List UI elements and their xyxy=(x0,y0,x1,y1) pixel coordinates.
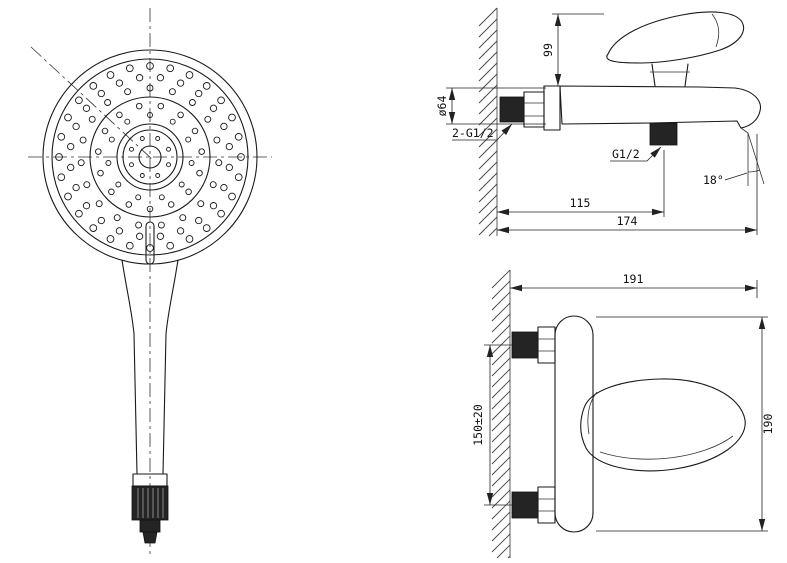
mixer-body-boss xyxy=(543,85,561,131)
dim-label-150: 150±20 xyxy=(471,404,485,446)
spout-angle-lines xyxy=(747,132,765,186)
dim-label-diameter: ø64 xyxy=(435,96,449,117)
connection-nut xyxy=(523,91,545,128)
mixer-body-front xyxy=(554,315,594,533)
dim-label-190: 190 xyxy=(761,414,775,435)
mixer-front-view: 191 190 150±20 xyxy=(471,269,775,559)
side-view-dimensions: ø64 2-G1/2 99 G1/2 18° 115 174 xyxy=(435,13,758,235)
head-middle-ring xyxy=(89,96,211,218)
hose-connector xyxy=(139,519,161,533)
head-center-cap xyxy=(138,145,162,169)
centerlines xyxy=(28,8,272,556)
spray-nozzles xyxy=(55,62,245,252)
shower-handle xyxy=(121,259,179,544)
hand-shower-front-view xyxy=(28,8,272,556)
diverter-slider xyxy=(145,221,155,265)
dim-label-height99: 99 xyxy=(541,43,555,57)
front-view-dimensions: 191 190 150±20 xyxy=(471,272,775,532)
mixer-lever-side xyxy=(606,11,745,87)
wall-connection-thread xyxy=(499,96,525,123)
lower-connection-thread xyxy=(511,491,539,519)
wall-hatching xyxy=(478,7,498,237)
handshower-outlet-thread xyxy=(649,122,678,146)
mixer-side-view: ø64 2-G1/2 99 G1/2 18° 115 174 xyxy=(435,7,765,237)
mixer-body-spout xyxy=(559,85,762,129)
thread-label-wall: 2-G1/2 xyxy=(452,126,494,140)
hose-nut-ribs xyxy=(137,488,164,518)
thread-label-shower: G1/2 xyxy=(612,147,640,161)
dim-label-angle: 18° xyxy=(703,173,724,187)
upper-connection-thread xyxy=(511,331,539,359)
mixer-lever-front xyxy=(580,378,746,472)
dim-label-174: 174 xyxy=(617,214,638,228)
dim-label-115: 115 xyxy=(570,196,591,210)
dim-label-191: 191 xyxy=(623,272,644,286)
wall-hatching xyxy=(491,269,511,559)
